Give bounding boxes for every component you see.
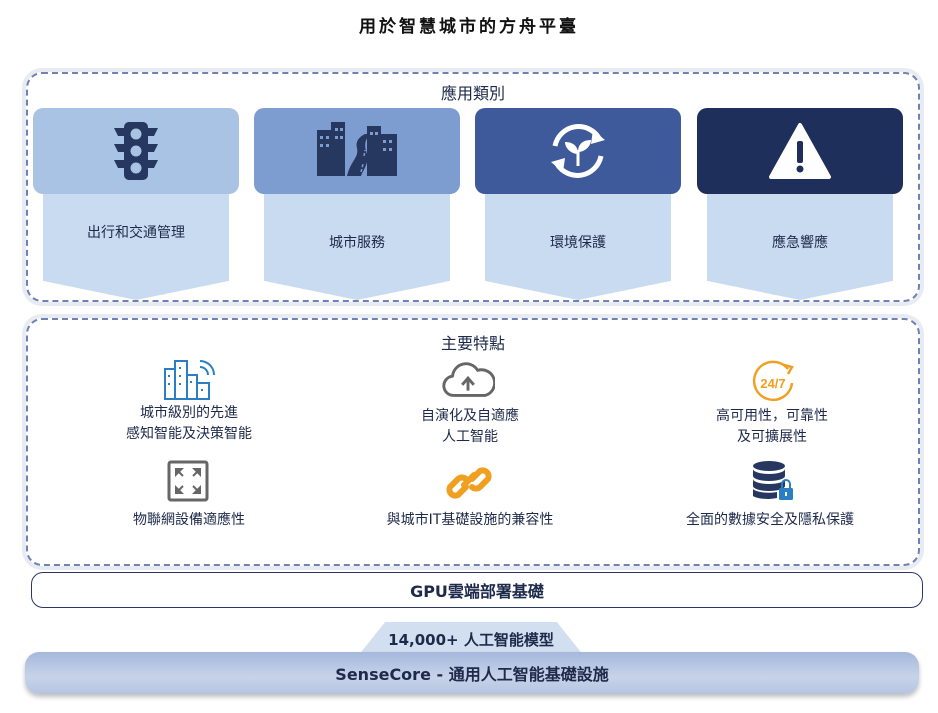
warning-icon: [697, 108, 903, 194]
app-body: [264, 194, 450, 300]
app-label: 應急響應: [772, 235, 828, 251]
24-7-icon: 24/7: [746, 359, 800, 405]
expand-icon: [161, 458, 215, 504]
features-heading: 主要特點: [440, 334, 505, 353]
app-label: 環境保護: [550, 235, 606, 251]
feature-label: 城市級別的先進 感知智能及決策智能: [59, 403, 319, 445]
feature-label: 物聯網設備適應性: [59, 510, 319, 531]
features-panel: 主要特點: [26, 318, 920, 566]
app-city-services: 城市服務: [254, 108, 460, 300]
feature-label: 自演化及自適應 人工智能: [340, 406, 600, 448]
feature-label: 與城市IT基礎設施的兼容性: [340, 510, 600, 531]
gpu-deployment-bar: GPU雲端部署基礎: [31, 572, 923, 608]
feature-line: 城市級別的先進: [140, 405, 238, 421]
cloud-upload-icon: [441, 357, 495, 403]
app-traffic-management: 出行和交通管理: [33, 108, 239, 300]
app-emergency-response: 應急響應: [697, 108, 903, 300]
city-wifi-icon: [162, 355, 216, 401]
feature-line: 物聯網設備適應性: [133, 512, 245, 528]
feature-line: 及可擴展性: [737, 429, 807, 445]
feature-line: 人工智能: [442, 429, 498, 445]
app-body: [485, 194, 671, 300]
feature-line: 自演化及自適應: [421, 408, 519, 424]
app-label: 出行和交通管理: [87, 225, 185, 241]
recycle-leaf-icon: [475, 108, 681, 194]
app-environment-protection: 環境保護: [475, 108, 681, 300]
page-title: 用於智慧城市的方舟平臺: [359, 17, 579, 37]
database-lock-icon: [746, 458, 800, 504]
feature-label: 高可用性，可靠性 及可擴展性: [642, 406, 902, 448]
app-label: 城市服務: [329, 235, 385, 251]
city-icon: [254, 108, 460, 194]
feature-label: 全面的數據安全及隱私保護: [640, 510, 900, 531]
applications-heading: 應用類別: [440, 84, 505, 103]
app-head: [254, 108, 460, 194]
traffic-light-icon: [33, 108, 239, 194]
feature-line: 與城市IT基礎設施的兼容性: [386, 512, 554, 528]
app-body: [707, 194, 893, 300]
ai-models-banner: 14,000+ 人工智能模型: [358, 622, 584, 656]
link-icon: [442, 460, 496, 506]
sensecore-base-bar: SenseCore - 通用人工智能基礎設施: [25, 652, 919, 694]
feature-line: 全面的數據安全及隱私保護: [686, 512, 854, 528]
feature-line: 感知智能及決策智能: [126, 426, 252, 442]
svg-text:24/7: 24/7: [760, 376, 785, 391]
feature-line: 高可用性，可靠性: [716, 408, 828, 424]
app-body: [43, 194, 229, 300]
